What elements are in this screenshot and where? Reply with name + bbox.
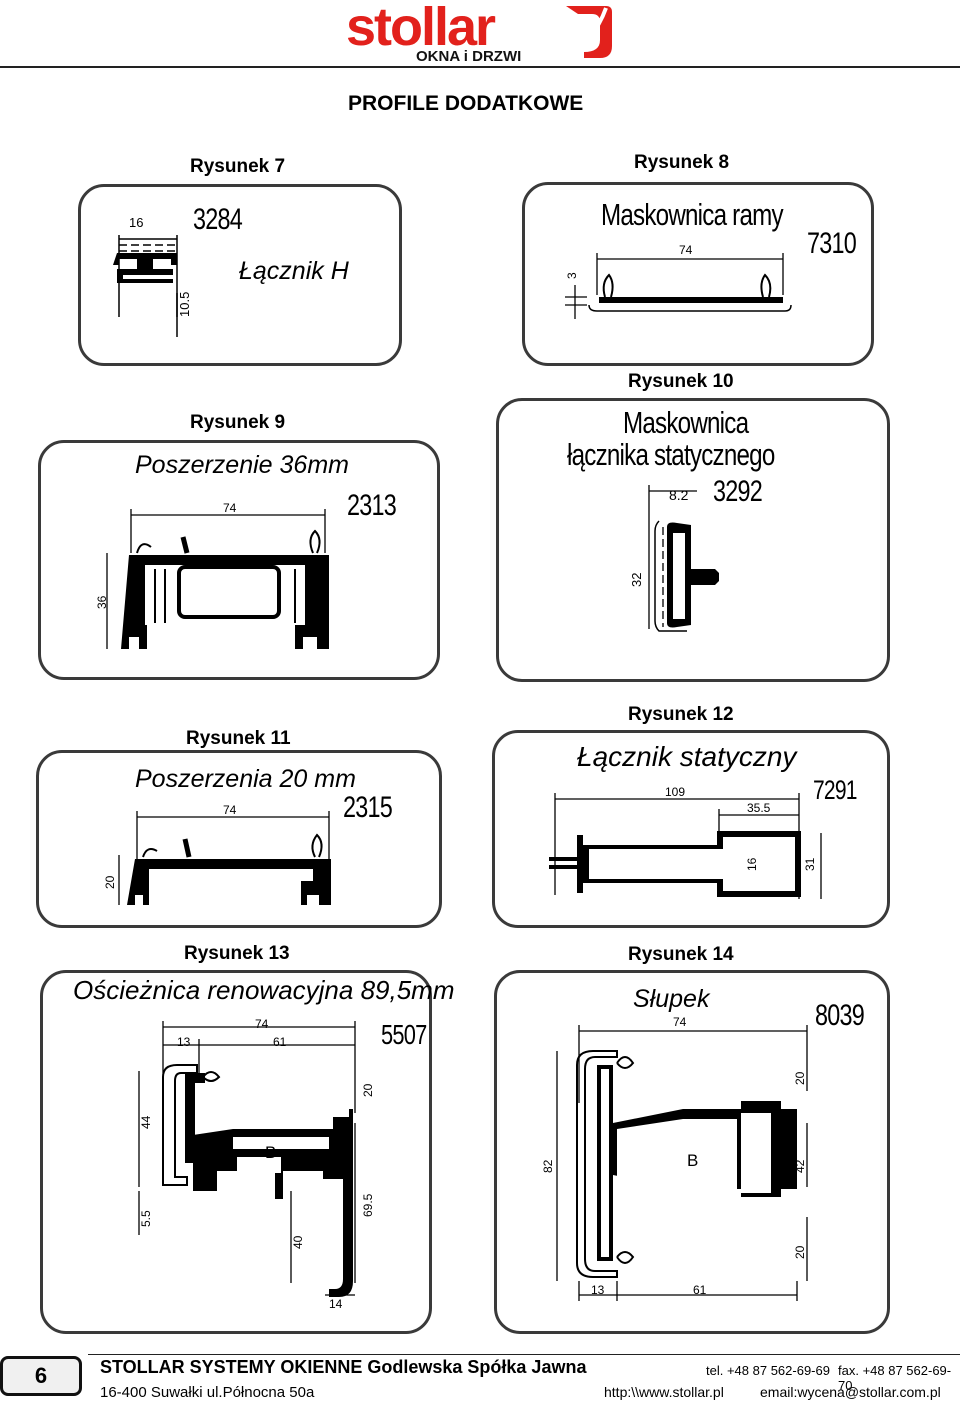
dim-left-height: 44 xyxy=(139,1115,153,1129)
dim-width: 74 xyxy=(679,243,693,257)
profile-drawing-3284 xyxy=(113,235,178,337)
page-number: 6 xyxy=(0,1356,82,1396)
profile-drawing-2315 xyxy=(118,811,331,905)
dim-width: 74 xyxy=(255,1017,269,1031)
dim-leg: 13 xyxy=(177,1035,191,1049)
figure-card-11: Poszerzenia 20 mm 74 2315 20 xyxy=(36,750,442,928)
dim-height: 10.5 xyxy=(177,291,192,317)
profile-code: 8039 xyxy=(815,999,865,1032)
figure-caption-8: Rysunek 8 xyxy=(634,152,730,173)
profile-code: 2315 xyxy=(343,791,393,824)
profile-code: 3292 xyxy=(713,475,763,508)
profile-code: 5507 xyxy=(381,1019,427,1050)
profile-name-line-1: Maskownica xyxy=(623,405,749,440)
dim-height: 36 xyxy=(95,595,109,609)
figure-card-13: Ościeżnica renowacyjna 89,5mm 74 13 61 5… xyxy=(40,970,455,1334)
profile-name: Maskownica ramy xyxy=(601,197,784,232)
company-address: 16-400 Suwałki ul.Północna 50a xyxy=(100,1384,315,1401)
figure-caption-9: Rysunek 9 xyxy=(190,412,286,433)
profile-drawing-7291 xyxy=(549,793,822,899)
figure-card-10: Maskownica łącznika statycznego 8.2 3292… xyxy=(496,398,890,682)
figure-card-8: Maskownica ramy 74 3 7310 xyxy=(522,182,874,366)
logo-tagline: OKNA i DRZWI xyxy=(416,48,522,65)
profile-drawing-2313 xyxy=(106,509,329,649)
figure-card-14: Słupek 74 8039 20 82 B 42 20 13 61 xyxy=(494,970,890,1334)
figure-card-7: 16 10.5 3284 Łącznik H xyxy=(78,184,402,366)
dim-height: 20 xyxy=(103,875,117,889)
profile-drawing-3292 xyxy=(648,485,719,632)
dim-body: 61 xyxy=(693,1283,707,1297)
profile-name: Ościeżnica renowacyjna 89,5mm xyxy=(73,975,455,1005)
chamber-label: B xyxy=(265,1143,277,1162)
figure-caption-7: Rysunek 7 xyxy=(190,156,286,177)
figure-caption-12: Rysunek 12 xyxy=(628,704,734,725)
profile-code: 7291 xyxy=(813,775,858,805)
profile-name: Łącznik statyczny xyxy=(577,741,797,772)
dim-bottom: 14 xyxy=(329,1297,343,1311)
dim-height: 31 xyxy=(803,857,817,871)
profile-name-line-2: łącznika statycznego xyxy=(567,437,775,472)
profile-name: Słupek xyxy=(633,985,710,1013)
dim-width: 74 xyxy=(223,501,237,515)
website-link[interactable]: http:\\www.stollar.pl xyxy=(604,1384,724,1400)
dim-body: 61 xyxy=(273,1035,287,1049)
dim-height: 82 xyxy=(541,1159,555,1173)
dim-inner-width: 35.5 xyxy=(747,801,771,815)
dim-width: 74 xyxy=(673,1015,687,1029)
company-name: STOLLAR SYSTEMY OKIENNE Godlewska Spółka… xyxy=(100,1357,587,1377)
dim-top: 20 xyxy=(361,1083,375,1097)
dim-inner-height: 16 xyxy=(745,857,759,871)
figure-caption-13: Rysunek 13 xyxy=(184,943,290,964)
dim-bottom: 20 xyxy=(793,1245,807,1259)
logo-swoosh-icon xyxy=(561,6,612,60)
dim-depth: 40 xyxy=(291,1235,305,1249)
phone-number: tel. +48 87 562-69-69 xyxy=(706,1363,830,1378)
figure-card-9: Poszerzenie 36mm 74 2313 36 xyxy=(38,440,440,680)
logo-wordmark: stollar xyxy=(346,0,496,57)
profile-drawing-5507 xyxy=(138,1021,356,1297)
dim-height: 32 xyxy=(629,572,644,587)
dim-width: 8.2 xyxy=(669,487,689,503)
figure-card-12: Łącznik statyczny 109 35.5 7291 16 31 xyxy=(492,730,890,928)
dim-top: 20 xyxy=(793,1071,807,1085)
figure-caption-14: Rysunek 14 xyxy=(628,944,734,965)
dim-width: 16 xyxy=(129,215,144,230)
footer-divider xyxy=(88,1354,960,1355)
dim-offset: 5.5 xyxy=(139,1210,153,1227)
header-divider xyxy=(0,66,960,68)
profile-drawing-7310 xyxy=(565,253,792,319)
dim-center: 42 xyxy=(793,1159,807,1173)
profile-code: 7310 xyxy=(807,227,857,260)
dim-height: 69.5 xyxy=(361,1193,375,1217)
fax-number: fax. +48 87 562-69-70 xyxy=(838,1363,952,1393)
figure-caption-10: Rysunek 10 xyxy=(628,371,734,392)
chamber-label: B xyxy=(687,1151,699,1170)
profile-name: Poszerzenie 36mm xyxy=(135,451,349,479)
figure-caption-11: Rysunek 11 xyxy=(186,728,291,749)
profile-drawing-8039 xyxy=(556,1025,808,1301)
dim-leg: 13 xyxy=(591,1283,605,1297)
stollar-logo: stollar OKNA i DRZWI xyxy=(346,0,612,66)
profile-name: Łącznik H xyxy=(239,257,349,285)
profile-name: Poszerzenia 20 mm xyxy=(135,765,356,793)
page-title: PROFILE DODATKOWE xyxy=(348,92,584,115)
profile-code: 3284 xyxy=(193,203,243,236)
dim-width: 74 xyxy=(223,803,237,817)
dim-thickness: 3 xyxy=(565,272,579,279)
email-link[interactable]: email:wycena@stollar.com.pl xyxy=(760,1384,941,1400)
dim-width: 109 xyxy=(665,785,686,799)
profile-code: 2313 xyxy=(347,489,397,522)
